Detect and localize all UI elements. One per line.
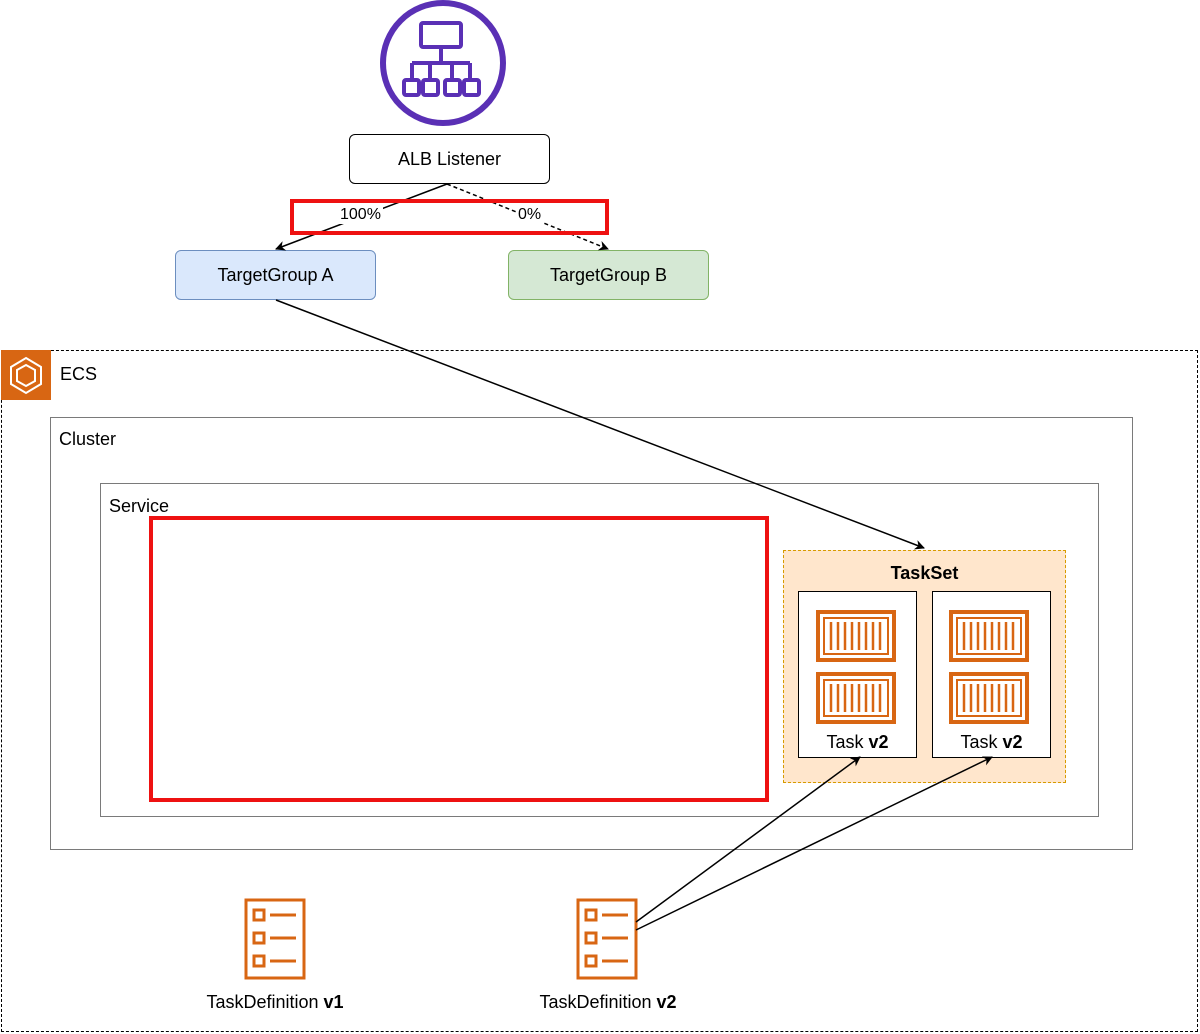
task-label-version: v2 <box>1002 732 1023 752</box>
task-definition-prefix: TaskDefinition <box>539 992 657 1012</box>
service-label: Service <box>109 496 170 516</box>
alb-listener-label: ALB Listener <box>397 148 502 169</box>
task-definition-label: TaskDefinition v1 <box>175 992 375 1013</box>
task-label-version: v2 <box>868 732 889 752</box>
container-icon <box>816 672 896 724</box>
task-definition-label: TaskDefinition v2 <box>508 992 708 1013</box>
task-label-prefix: Task <box>826 732 869 752</box>
target-group-b-label: TargetGroup B <box>549 264 668 285</box>
task-definition-icon <box>576 898 638 980</box>
cluster-label: Cluster <box>59 429 117 449</box>
task-definition-prefix: TaskDefinition <box>206 992 324 1012</box>
edge-weight-label: 0% <box>516 206 544 224</box>
container-icon <box>816 610 896 662</box>
highlight-box-service <box>149 516 769 802</box>
container-icon <box>949 672 1029 724</box>
highlight-box-weights <box>290 199 609 235</box>
container-icon <box>949 610 1029 662</box>
ecs-icon <box>1 350 51 400</box>
target-group-b-node: TargetGroup B <box>508 250 709 300</box>
weight-b-text: 0% <box>518 206 542 223</box>
edge-weight-label: 100% <box>338 206 383 224</box>
task-definition-version: v1 <box>323 992 344 1012</box>
task-label-prefix: Task <box>960 732 1003 752</box>
weight-a-text: 100% <box>340 206 381 223</box>
alb-listener-node: ALB Listener <box>349 134 550 184</box>
taskset-title: TaskSet <box>890 563 959 583</box>
alb-icon <box>378 0 508 130</box>
ecs-label: ECS <box>60 364 98 384</box>
target-group-a-node: TargetGroup A <box>175 250 376 300</box>
target-group-a-label: TargetGroup A <box>217 264 334 285</box>
task-definition-version: v2 <box>656 992 677 1012</box>
task-definition-icon <box>244 898 306 980</box>
task-label: Task v2 <box>798 732 917 753</box>
task-label: Task v2 <box>932 732 1051 753</box>
